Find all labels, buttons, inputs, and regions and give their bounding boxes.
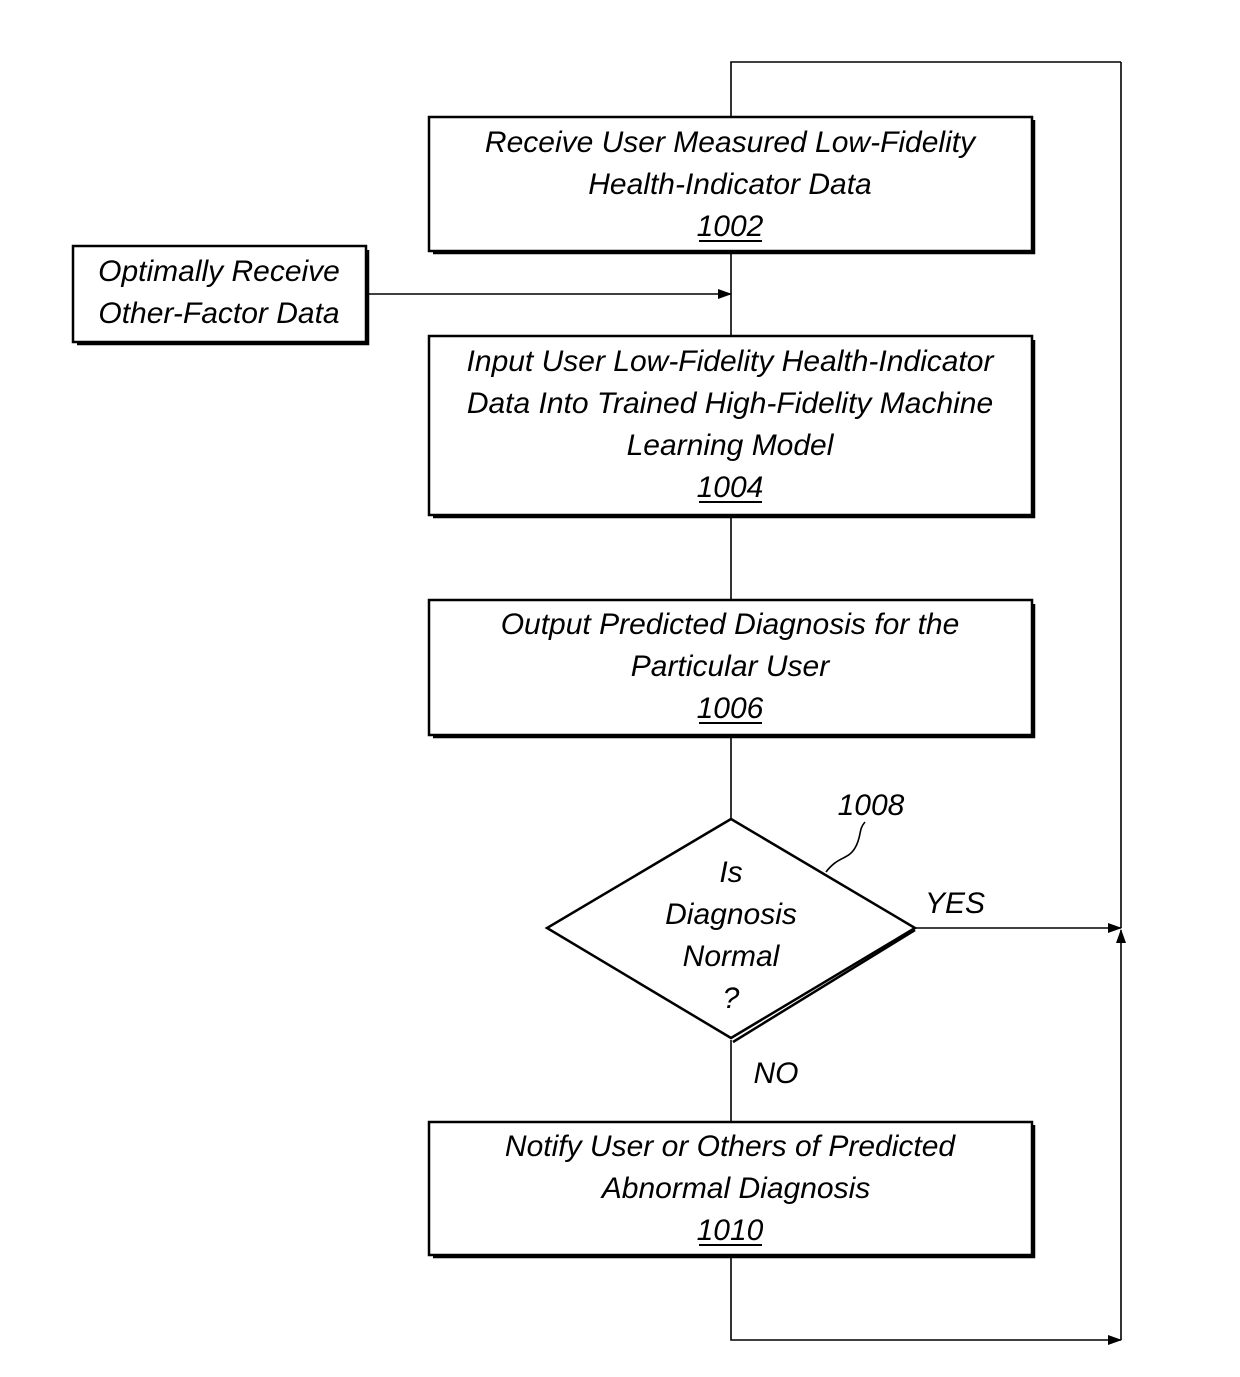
decision-line-3: Normal — [683, 940, 781, 973]
step-1010-line-1: Notify User or Others of Predicted — [505, 1130, 956, 1163]
step-1006-ref: 1006 — [697, 692, 764, 725]
step-1004-ref: 1004 — [697, 471, 764, 504]
step-1004-line-1: Input User Low-Fidelity Health-Indicator — [467, 345, 995, 378]
decision-line-2: Diagnosis — [665, 898, 797, 931]
step-1006-line-1: Output Predicted Diagnosis for the — [501, 608, 960, 641]
step-1004-box: Input User Low-Fidelity Health-Indicator… — [429, 336, 1034, 517]
step-1010-line-2: Abnormal Diagnosis — [600, 1172, 870, 1205]
step-1010-box: Notify User or Others of Predicted Abnor… — [429, 1122, 1034, 1257]
decision-line-4: ? — [723, 982, 740, 1015]
decision-line-1: Is — [719, 856, 742, 889]
decision-ref: 1008 — [838, 789, 905, 822]
decision-ref-leader — [826, 822, 865, 872]
return-line-top — [731, 62, 1121, 118]
step-1006-box: Output Predicted Diagnosis for the Parti… — [429, 600, 1034, 737]
side-input-line-2: Other-Factor Data — [98, 297, 339, 330]
step-1002-box: Receive User Measured Low-Fidelity Healt… — [429, 117, 1034, 253]
step-1002-line-2: Health-Indicator Data — [588, 168, 871, 201]
step-1004-line-2: Data Into Trained High-Fidelity Machine — [467, 387, 993, 420]
side-input-line-1: Optimally Receive — [98, 255, 340, 288]
step-1006-line-2: Particular User — [631, 650, 830, 683]
decision-1008: Is Diagnosis Normal ? 1008 — [547, 789, 915, 1042]
step-1002-ref: 1002 — [697, 210, 764, 243]
yes-label: YES — [925, 887, 985, 920]
step-1002-line-1: Receive User Measured Low-Fidelity — [485, 126, 977, 159]
no-label: NO — [754, 1057, 799, 1090]
loop-bottom-arrow — [731, 1256, 1121, 1340]
step-1010-ref: 1010 — [697, 1214, 764, 1247]
step-1004-line-3: Learning Model — [627, 429, 835, 462]
side-input-box: Optimally Receive Other-Factor Data — [73, 246, 368, 344]
